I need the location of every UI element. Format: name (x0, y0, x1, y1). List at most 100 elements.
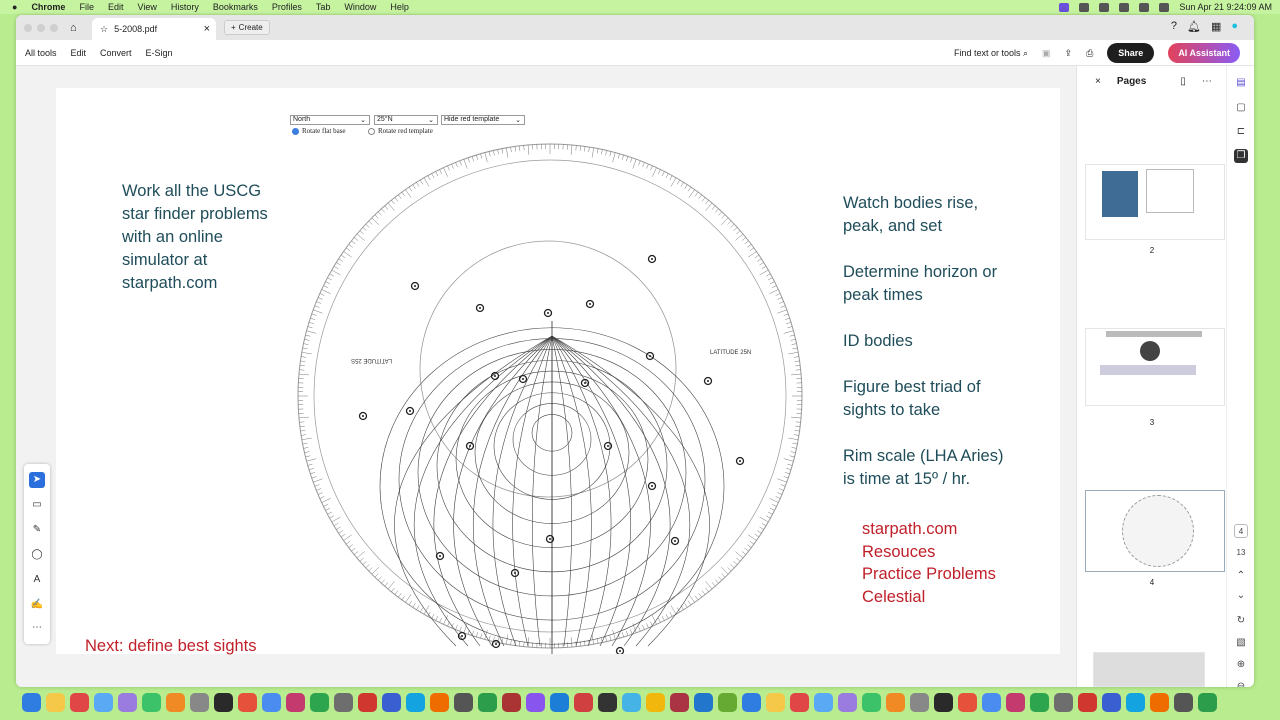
menu-profiles[interactable]: Profiles (271, 2, 302, 12)
dock-app-icon[interactable] (670, 692, 689, 712)
page-thumbnail[interactable] (1085, 164, 1225, 240)
share-button[interactable]: Share (1107, 43, 1155, 63)
pages-icon[interactable]: ❐ (1234, 149, 1248, 163)
dock-app-icon[interactable] (1078, 692, 1097, 712)
dock-app-icon[interactable] (694, 692, 713, 712)
dock-app-icon[interactable] (910, 692, 929, 712)
dock-app-icon[interactable] (238, 692, 257, 712)
dock-app-icon[interactable] (862, 692, 881, 712)
dock-app-icon[interactable] (454, 692, 473, 712)
menu-bookmarks[interactable]: Bookmarks (212, 2, 258, 12)
dock-app-icon[interactable] (718, 692, 737, 712)
wifi-icon[interactable] (1119, 2, 1130, 12)
lasso-icon[interactable]: ◯ (31, 549, 43, 560)
dock-app-icon[interactable] (574, 692, 593, 712)
tab-pdf[interactable]: ☆ 5-2008.pdf × (92, 18, 216, 40)
ai-assistant-button[interactable]: AI Assistant (1168, 43, 1240, 63)
dock-app-icon[interactable] (46, 692, 65, 712)
dock-app-icon[interactable] (502, 692, 521, 712)
home-icon[interactable]: ⌂ (70, 21, 77, 34)
ai-icon[interactable]: ▤ (1236, 77, 1246, 88)
page-thumbnail-current[interactable] (1085, 490, 1225, 572)
dock-app-icon[interactable] (982, 692, 1001, 712)
dock-app-icon[interactable] (742, 692, 761, 712)
page-thumbnail[interactable] (1085, 328, 1225, 406)
dock-app-icon[interactable] (22, 692, 41, 712)
create-button[interactable]: +Create (224, 20, 270, 35)
dock-app-icon[interactable] (286, 692, 305, 712)
zoom-out-icon[interactable]: ⊖ (1236, 681, 1246, 687)
dock-app-icon[interactable] (70, 692, 89, 712)
dock-app-icon[interactable] (814, 692, 833, 712)
status-icon[interactable] (1099, 2, 1110, 12)
rotate-flat-base-radio[interactable]: Rotate flat base (292, 127, 346, 135)
apps-icon[interactable]: ▦ (1210, 21, 1222, 33)
upload-icon[interactable]: ⇪ (1064, 47, 1073, 58)
clock[interactable]: Sun Apr 21 9:24:09 AM (1179, 2, 1272, 12)
dock-app-icon[interactable] (118, 692, 137, 712)
more-icon[interactable]: ⋯ (32, 622, 42, 633)
close-icon[interactable]: × (203, 23, 210, 35)
current-page-input[interactable]: 4 (1234, 524, 1248, 538)
dock-app-icon[interactable] (550, 692, 569, 712)
template-select[interactable]: Hide red template⌄ (441, 115, 525, 125)
dock-app-icon[interactable] (958, 692, 977, 712)
save-icon[interactable]: ▣ (1042, 47, 1051, 58)
chevron-up-icon[interactable]: ⌃ (1236, 570, 1246, 581)
apple-icon[interactable]: ● (12, 2, 18, 12)
menu-window[interactable]: Window (344, 2, 377, 12)
latitude-select[interactable]: 25°N⌄ (374, 115, 438, 125)
dock-app-icon[interactable] (1198, 692, 1217, 712)
bookmarks-icon[interactable]: ⊏ (1236, 126, 1246, 137)
more-icon[interactable]: ⋯ (1201, 76, 1212, 87)
dock-app-icon[interactable] (1102, 692, 1121, 712)
comments-icon[interactable]: ▢ (1236, 102, 1246, 113)
dock-app-icon[interactable] (1054, 692, 1073, 712)
menu-file[interactable]: File (79, 2, 94, 12)
dock-app-icon[interactable] (790, 692, 809, 712)
dock-app-icon[interactable] (310, 692, 329, 712)
dock-app-icon[interactable] (934, 692, 953, 712)
fit-page-icon[interactable]: ▧ (1236, 637, 1246, 648)
menu-history[interactable]: History (170, 2, 199, 12)
sign-icon[interactable]: ✍ (30, 599, 44, 610)
dock-app-icon[interactable] (1150, 692, 1169, 712)
dock-app-icon[interactable] (94, 692, 113, 712)
dock-app-icon[interactable] (526, 692, 545, 712)
dock-app-icon[interactable] (262, 692, 281, 712)
select-icon[interactable]: ➤ (29, 472, 45, 488)
help-icon[interactable]: ? (1170, 20, 1177, 32)
dock-app-icon[interactable] (382, 692, 401, 712)
edit-button[interactable]: Edit (70, 47, 87, 58)
volume-icon[interactable] (1159, 2, 1170, 12)
avatar[interactable]: ● (1231, 20, 1238, 32)
dock-app-icon[interactable] (646, 692, 665, 712)
dock-app-icon[interactable] (1006, 692, 1025, 712)
dock-app-icon[interactable] (1030, 692, 1049, 712)
dock-app-icon[interactable] (1126, 692, 1145, 712)
rotate-icon[interactable]: ↻ (1236, 615, 1246, 626)
dock-app-icon[interactable] (766, 692, 785, 712)
star-icon[interactable]: ☆ (100, 23, 109, 34)
hemisphere-select[interactable]: North⌄ (290, 115, 370, 125)
dock-app-icon[interactable] (142, 692, 161, 712)
zoom-in-icon[interactable]: ⊕ (1236, 659, 1246, 670)
text-icon[interactable]: A (33, 574, 41, 585)
print-icon[interactable]: ⎙ (1086, 47, 1094, 58)
close-icon[interactable]: × (1095, 76, 1101, 87)
dock-app-icon[interactable] (838, 692, 857, 712)
dock-app-icon[interactable] (598, 692, 617, 712)
menu-app[interactable]: Chrome (31, 2, 66, 12)
esign-button[interactable]: E-Sign (145, 47, 173, 58)
bell-icon[interactable]: 🔔︎ (1186, 21, 1201, 33)
page-thumbnail[interactable] (1093, 652, 1205, 687)
search-icon[interactable] (1139, 2, 1150, 12)
pen-icon[interactable]: ✎ (32, 524, 42, 535)
menu-help[interactable]: Help (390, 2, 409, 12)
comment-icon[interactable]: ▭ (32, 499, 42, 510)
menu-edit[interactable]: Edit (107, 2, 124, 12)
find-tools-button[interactable]: Find text or tools ⌕ (954, 48, 1028, 59)
dock-app-icon[interactable] (622, 692, 641, 712)
window-controls[interactable] (24, 23, 58, 32)
